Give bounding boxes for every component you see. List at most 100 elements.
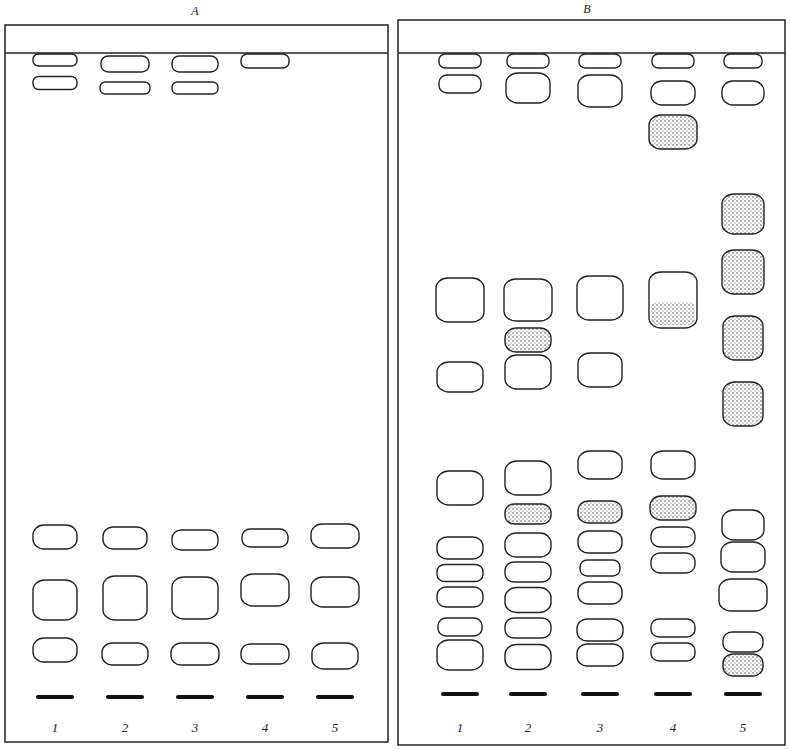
origin-mark bbox=[318, 695, 352, 699]
spot bbox=[651, 81, 695, 105]
spot bbox=[724, 54, 762, 68]
spot bbox=[436, 278, 484, 322]
spot bbox=[437, 471, 483, 505]
spot bbox=[722, 194, 764, 234]
spot bbox=[33, 525, 77, 549]
spot bbox=[649, 272, 697, 328]
spot bbox=[437, 537, 483, 559]
spot bbox=[505, 618, 551, 638]
spot bbox=[652, 54, 694, 68]
lane-number: 4 bbox=[670, 721, 677, 734]
spot bbox=[103, 576, 147, 620]
lane-number: 1 bbox=[457, 721, 464, 734]
origin-mark bbox=[443, 692, 477, 696]
spot bbox=[172, 56, 218, 72]
spot bbox=[651, 643, 695, 661]
spot bbox=[651, 553, 695, 573]
spot bbox=[650, 496, 696, 520]
spot bbox=[721, 542, 765, 572]
spot bbox=[505, 355, 551, 389]
spot bbox=[578, 75, 622, 107]
spot bbox=[579, 54, 621, 68]
spot bbox=[723, 382, 763, 426]
origin-mark bbox=[108, 695, 142, 699]
spot bbox=[311, 524, 359, 548]
spot bbox=[241, 574, 289, 606]
origin-mark bbox=[656, 692, 690, 696]
spot bbox=[507, 54, 549, 68]
lane-number: 3 bbox=[192, 721, 199, 734]
spot bbox=[241, 644, 289, 664]
lane-number: 2 bbox=[122, 721, 129, 734]
lane-number: 5 bbox=[740, 721, 747, 734]
spot bbox=[578, 531, 622, 553]
spot bbox=[578, 582, 622, 604]
spot bbox=[33, 54, 77, 66]
lane-number: 3 bbox=[597, 721, 604, 734]
spot bbox=[504, 279, 552, 321]
spot bbox=[578, 451, 622, 479]
spot bbox=[505, 588, 551, 613]
lane-number: 4 bbox=[262, 721, 269, 734]
spot bbox=[101, 56, 149, 72]
spot bbox=[439, 54, 481, 68]
spot bbox=[172, 82, 218, 94]
spot bbox=[172, 577, 218, 619]
spot bbox=[312, 643, 358, 669]
spot bbox=[505, 562, 551, 582]
spot bbox=[438, 618, 482, 636]
spot bbox=[577, 619, 623, 641]
spot bbox=[651, 619, 695, 637]
spot bbox=[722, 81, 764, 105]
spot bbox=[719, 579, 767, 611]
lane-number: 2 bbox=[525, 721, 532, 734]
spot bbox=[649, 115, 697, 149]
spot bbox=[33, 638, 77, 662]
plate-frame bbox=[398, 20, 785, 745]
spot bbox=[437, 640, 483, 670]
spot bbox=[241, 54, 289, 68]
spot bbox=[33, 580, 77, 620]
spot bbox=[103, 527, 147, 549]
spot bbox=[577, 644, 623, 666]
spot bbox=[505, 504, 551, 524]
spot bbox=[723, 632, 763, 652]
origin-mark bbox=[583, 692, 617, 696]
spot bbox=[651, 451, 695, 479]
origin-mark bbox=[726, 692, 760, 696]
spot bbox=[723, 316, 763, 360]
lane-number: 5 bbox=[332, 721, 339, 734]
origin-mark bbox=[178, 695, 212, 699]
spot bbox=[33, 77, 77, 90]
spot bbox=[651, 527, 695, 547]
spot bbox=[506, 73, 550, 103]
spot bbox=[578, 501, 622, 523]
panel-label: B bbox=[583, 3, 590, 15]
spot bbox=[437, 587, 483, 607]
spot bbox=[722, 250, 764, 294]
spot bbox=[242, 529, 288, 547]
spot bbox=[577, 276, 623, 320]
spot bbox=[580, 560, 620, 576]
lane-number: 1 bbox=[52, 721, 59, 734]
spots bbox=[33, 54, 767, 676]
spot bbox=[171, 643, 219, 665]
spot bbox=[578, 353, 622, 387]
spot bbox=[100, 82, 150, 94]
spot bbox=[172, 530, 218, 550]
spot bbox=[505, 461, 551, 495]
spot bbox=[505, 328, 551, 352]
spot bbox=[102, 643, 148, 665]
spot bbox=[505, 533, 551, 557]
spot bbox=[723, 654, 763, 676]
spot bbox=[437, 362, 483, 392]
spot bbox=[505, 645, 551, 670]
origin-mark bbox=[38, 695, 72, 699]
spot bbox=[439, 75, 481, 93]
plate-frame bbox=[5, 25, 388, 742]
origin-mark bbox=[511, 692, 545, 696]
spot bbox=[311, 577, 359, 607]
spot bbox=[722, 510, 764, 540]
